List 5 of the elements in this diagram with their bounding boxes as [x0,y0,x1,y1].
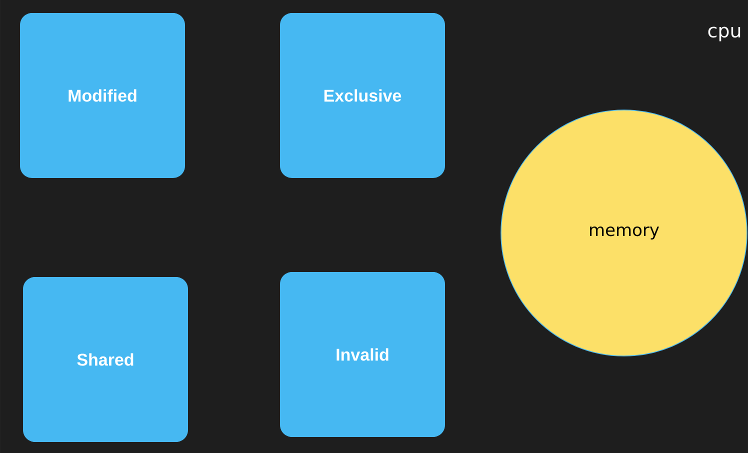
state-box: Shared [23,277,188,442]
state-box: Invalid [280,272,445,437]
cpu-label: cpu [708,26,740,42]
state-box: Exclusive [280,13,445,178]
state-box: Modified [20,13,185,178]
